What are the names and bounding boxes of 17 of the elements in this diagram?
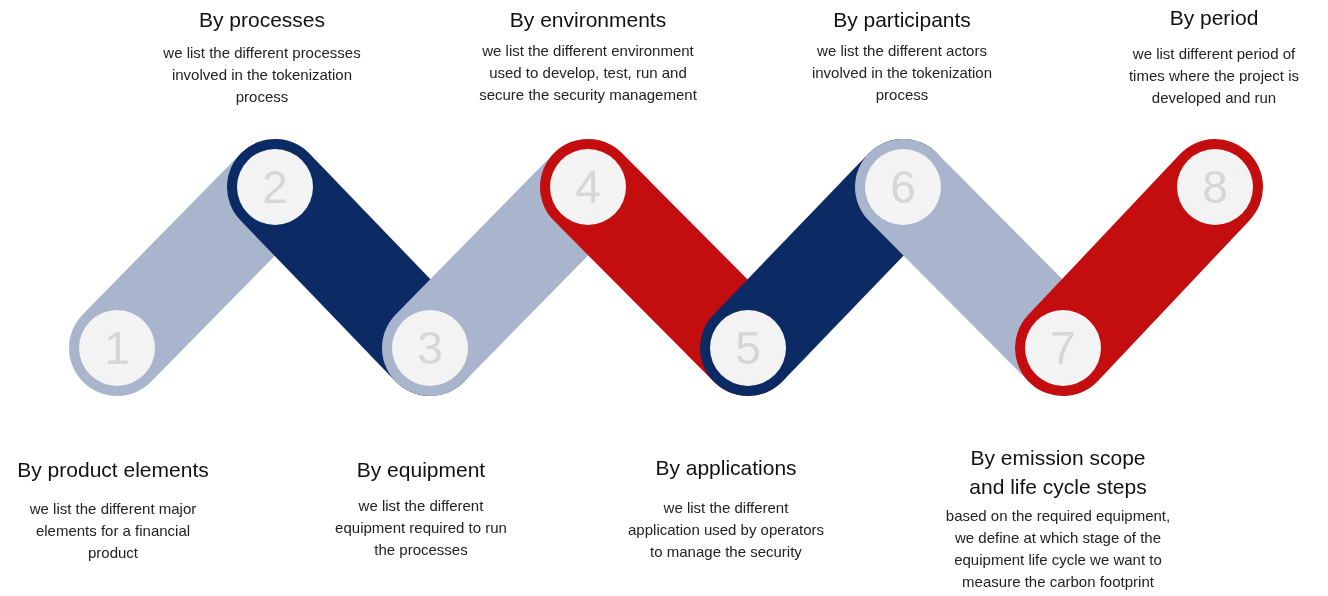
step-heading: By environments	[508, 7, 668, 33]
step-heading: By equipment	[355, 457, 487, 483]
connector-band	[1015, 139, 1263, 396]
step-description: we list the different application used by operators to manage the security	[627, 498, 825, 562]
step-heading: By participants	[832, 7, 972, 33]
step-description: we list the different actors involved in the tokenization process	[810, 41, 994, 105]
step-description: we list the different major elements for a financial product	[28, 499, 198, 563]
step-heading: By emission scope and life cycle steps	[968, 445, 1148, 500]
step-heading: By period	[1168, 5, 1260, 31]
step-description: we list the different equipment required to run the processes	[334, 496, 508, 560]
step-heading: By processes	[197, 7, 327, 33]
step-description: based on the required equipment, we define at which stage of the equipment life cycle we want to measure the carbon footprint	[944, 506, 1172, 592]
step-heading: By applications	[654, 455, 798, 481]
step-description: we list the different processes involved in the tokenization process	[162, 43, 362, 107]
step-description: we list the different environment used to develop, test, run and secure the security management	[478, 41, 698, 105]
step-description: we list different period of times where the project is developed and run	[1127, 44, 1301, 108]
step-heading: By product elements	[16, 457, 210, 483]
